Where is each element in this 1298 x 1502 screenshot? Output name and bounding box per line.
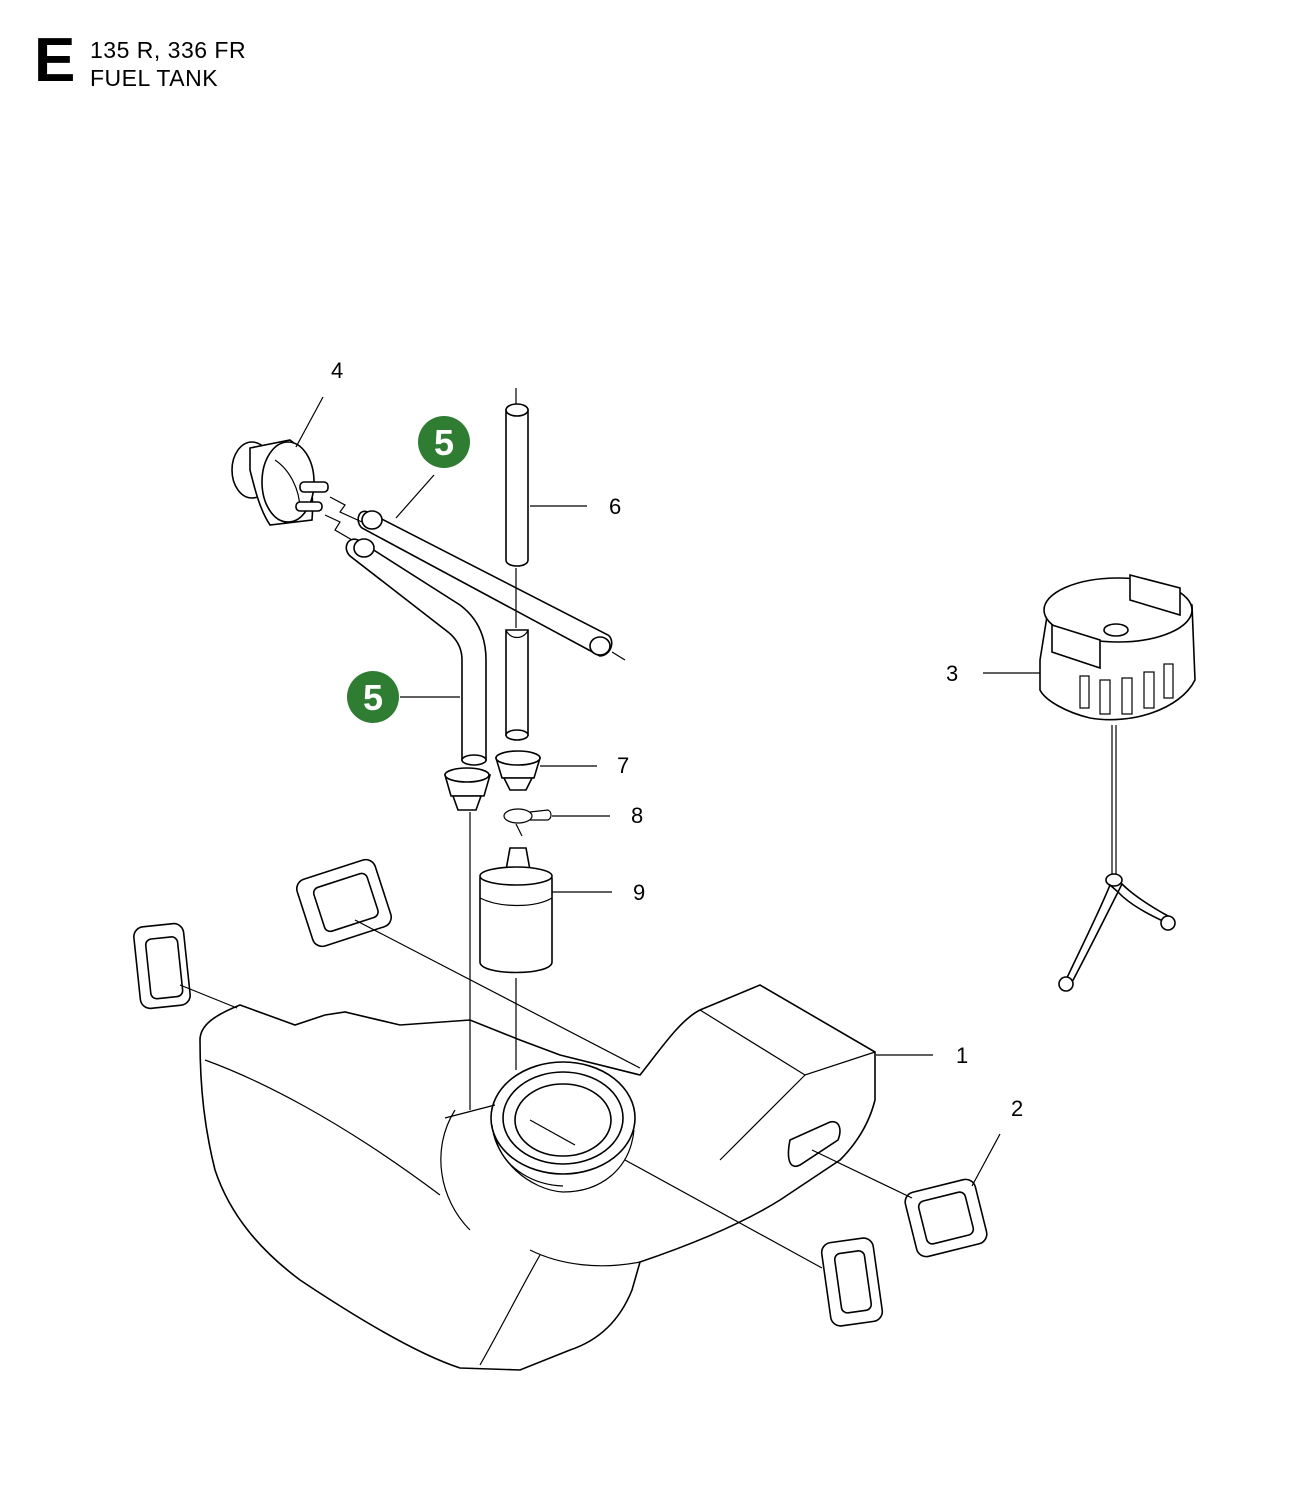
fuel-cap-drawing <box>1039 573 1196 992</box>
callout-labels: 1 2 3 4 6 7 8 9 <box>331 358 1023 1121</box>
callout-7: 7 <box>617 753 629 778</box>
callout-9: 9 <box>633 880 645 905</box>
callout-2: 2 <box>1011 1096 1023 1121</box>
callout-6: 6 <box>609 494 621 519</box>
valve-drawing <box>231 439 329 526</box>
svg-text:5: 5 <box>363 677 383 718</box>
badge-5-lower: 5 <box>347 671 399 723</box>
fuel-filter-drawing <box>479 847 553 974</box>
hose-grommets-drawing <box>443 750 542 811</box>
fuel-hoses-drawing <box>324 496 626 766</box>
vent-hose-drawing <box>505 388 529 741</box>
hose-clamp-drawing <box>503 808 552 837</box>
svg-text:5: 5 <box>434 422 454 463</box>
fuel-tank-drawing <box>199 984 876 1371</box>
model-line: 135 R, 336 FR <box>90 37 247 63</box>
grommets-drawing <box>133 858 988 1327</box>
page-title: FUEL TANK <box>90 65 219 91</box>
callout-1: 1 <box>956 1043 968 1068</box>
badge-5-upper: 5 <box>418 416 470 468</box>
callout-8: 8 <box>631 803 643 828</box>
callout-4: 4 <box>331 358 343 383</box>
leader-lines <box>179 396 1040 1269</box>
callout-3: 3 <box>946 661 958 686</box>
section-letter: E <box>34 26 76 95</box>
page-header: 135 R, 336 FR FUEL TANK <box>90 36 246 92</box>
